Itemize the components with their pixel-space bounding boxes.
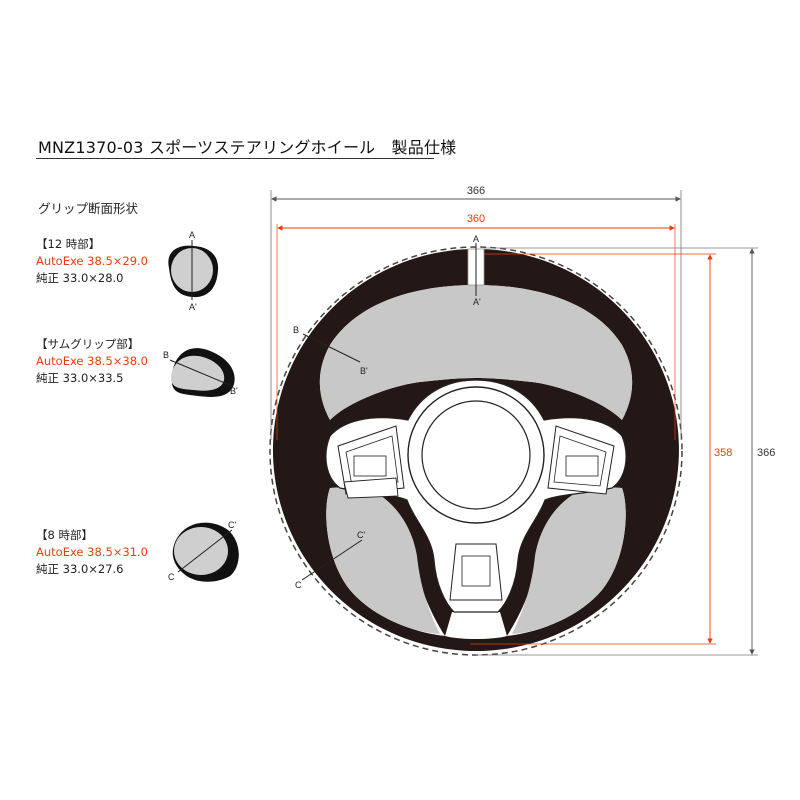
title-underline: [36, 158, 434, 159]
autoexe-dimension: AutoExe 38.5×38.0: [36, 354, 148, 368]
section-12oclock: 【12 時部】 AutoExe 38.5×29.0 純正 33.0×28.0: [36, 236, 148, 287]
section-label-c-prime: C': [228, 520, 236, 530]
section-label-b: B: [163, 350, 169, 360]
section-8oclock: 【8 時部】 AutoExe 38.5×31.0 純正 33.0×27.6: [36, 527, 148, 578]
cross-section-8: C' C: [168, 520, 239, 582]
dimension-inner-height: 358: [470, 253, 732, 645]
section-label-b-prime: B': [230, 386, 238, 396]
wheel-label-b: B: [293, 325, 299, 335]
wheel-label-b-prime: B': [360, 366, 368, 376]
section-label-c: C: [168, 572, 175, 582]
autoexe-dimension: AutoExe 38.5×31.0: [36, 545, 148, 559]
section-thumb-grip: 【サムグリップ部】 AutoExe 38.5×38.0 純正 33.0×33.5: [36, 336, 148, 387]
oem-dimension: 純正 33.0×33.5: [36, 371, 124, 385]
steering-wheel: [269, 246, 683, 656]
outer-width-label: 366: [467, 185, 485, 197]
cross-section-12: A A': [168, 230, 219, 312]
outer-height-label: 366: [757, 447, 775, 459]
oem-dimension: 純正 33.0×28.0: [36, 271, 124, 285]
section-header: 【8 時部】: [36, 528, 93, 542]
dimension-outer-height: 366: [476, 247, 775, 656]
wheel-label-a-prime: A': [473, 297, 481, 307]
dimension-inner-width: 360: [276, 213, 676, 440]
wheel-label-c: C: [295, 580, 302, 590]
oem-dimension: 純正 33.0×27.6: [36, 562, 124, 576]
section-header: 【サムグリップ部】: [36, 337, 140, 351]
wheel-label-a: A: [473, 234, 479, 244]
section-header: 【12 時部】: [36, 237, 101, 251]
dimension-outer-width: 366: [270, 185, 682, 440]
autoexe-dimension: AutoExe 38.5×29.0: [36, 254, 148, 268]
page-title: MNZ1370-03 スポーツステアリングホイール 製品仕様: [38, 138, 457, 157]
section-label-a-prime: A': [189, 302, 197, 312]
grip-section-heading: グリップ断面形状: [38, 201, 139, 216]
wheel-section-lines: A A' B B' C' C: [293, 234, 481, 590]
cross-section-thumb: B B': [163, 348, 238, 397]
wheel-label-c-prime: C': [357, 530, 365, 540]
section-label-a: A: [189, 230, 195, 240]
inner-width-label: 360: [467, 213, 485, 225]
inner-height-label: 358: [714, 447, 732, 459]
